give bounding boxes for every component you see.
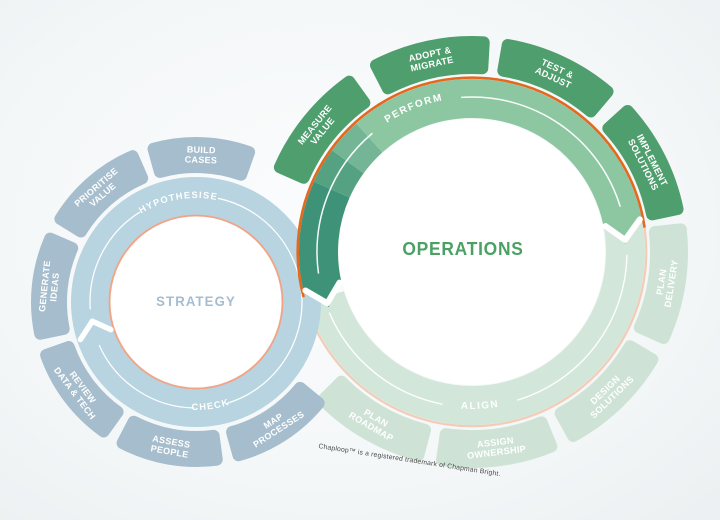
segment-plan-roadmap: [316, 375, 431, 462]
segment-implement-solutions: [602, 104, 684, 221]
segment-label-generate-ideas: GENERATEIDEAS: [37, 260, 62, 314]
strategy-hub-outline: [108, 214, 284, 390]
segment-plan-delivery: [633, 223, 688, 345]
ring-guide-arc: [217, 197, 303, 404]
ring-guide-arc: [316, 132, 373, 274]
operations-hub: [339, 119, 605, 385]
operations-title: OPERATIONS: [402, 238, 524, 259]
segment-adopt-migrate: [370, 36, 490, 95]
ring-guide-arc: [89, 211, 141, 310]
segment-build-cases: [147, 137, 256, 181]
operations-ring-strong: [356, 79, 642, 244]
ring-guide-arc: [98, 344, 195, 409]
segment-prioritise-value: [54, 150, 149, 238]
segment-test-adjust: [497, 39, 614, 118]
operations-ring-faded: [306, 218, 645, 425]
segment-assess-people: [116, 415, 223, 467]
segment-map-processes: [226, 381, 325, 462]
flow-chevron-icon: [302, 279, 343, 307]
operations-wheel-back: ALIGNPLANDELIVERYDESIGNSOLUTIONSASSIGNOW…: [304, 119, 688, 468]
segment-generate-ideas: [31, 232, 79, 340]
accent-arc-strong: [296, 76, 646, 298]
segment-design-solutions: [554, 340, 659, 443]
accent-arc-faded: [304, 227, 648, 428]
flow-chevron-icon: [602, 216, 643, 243]
segment-assign-ownership: [436, 416, 558, 468]
ring-guide-arc: [517, 254, 628, 401]
strategy-wheel: BUILDCASESPRIORITISEVALUEGENERATEIDEASRE…: [31, 137, 325, 467]
segment-measure-value: [273, 75, 371, 184]
strategy-title: STRATEGY: [156, 293, 236, 309]
operations-ring-overlap: [298, 181, 350, 308]
ring-guide-arc: [461, 96, 621, 207]
flow-chevron-icon: [77, 318, 114, 343]
ring-label-align: ALIGN: [461, 399, 500, 412]
segment-review-data-tech: [40, 341, 124, 438]
segment-label-build-cases: BUILDCASES: [185, 144, 218, 165]
ring-guide-arc: [328, 312, 443, 405]
strategy-hub: [111, 217, 281, 387]
